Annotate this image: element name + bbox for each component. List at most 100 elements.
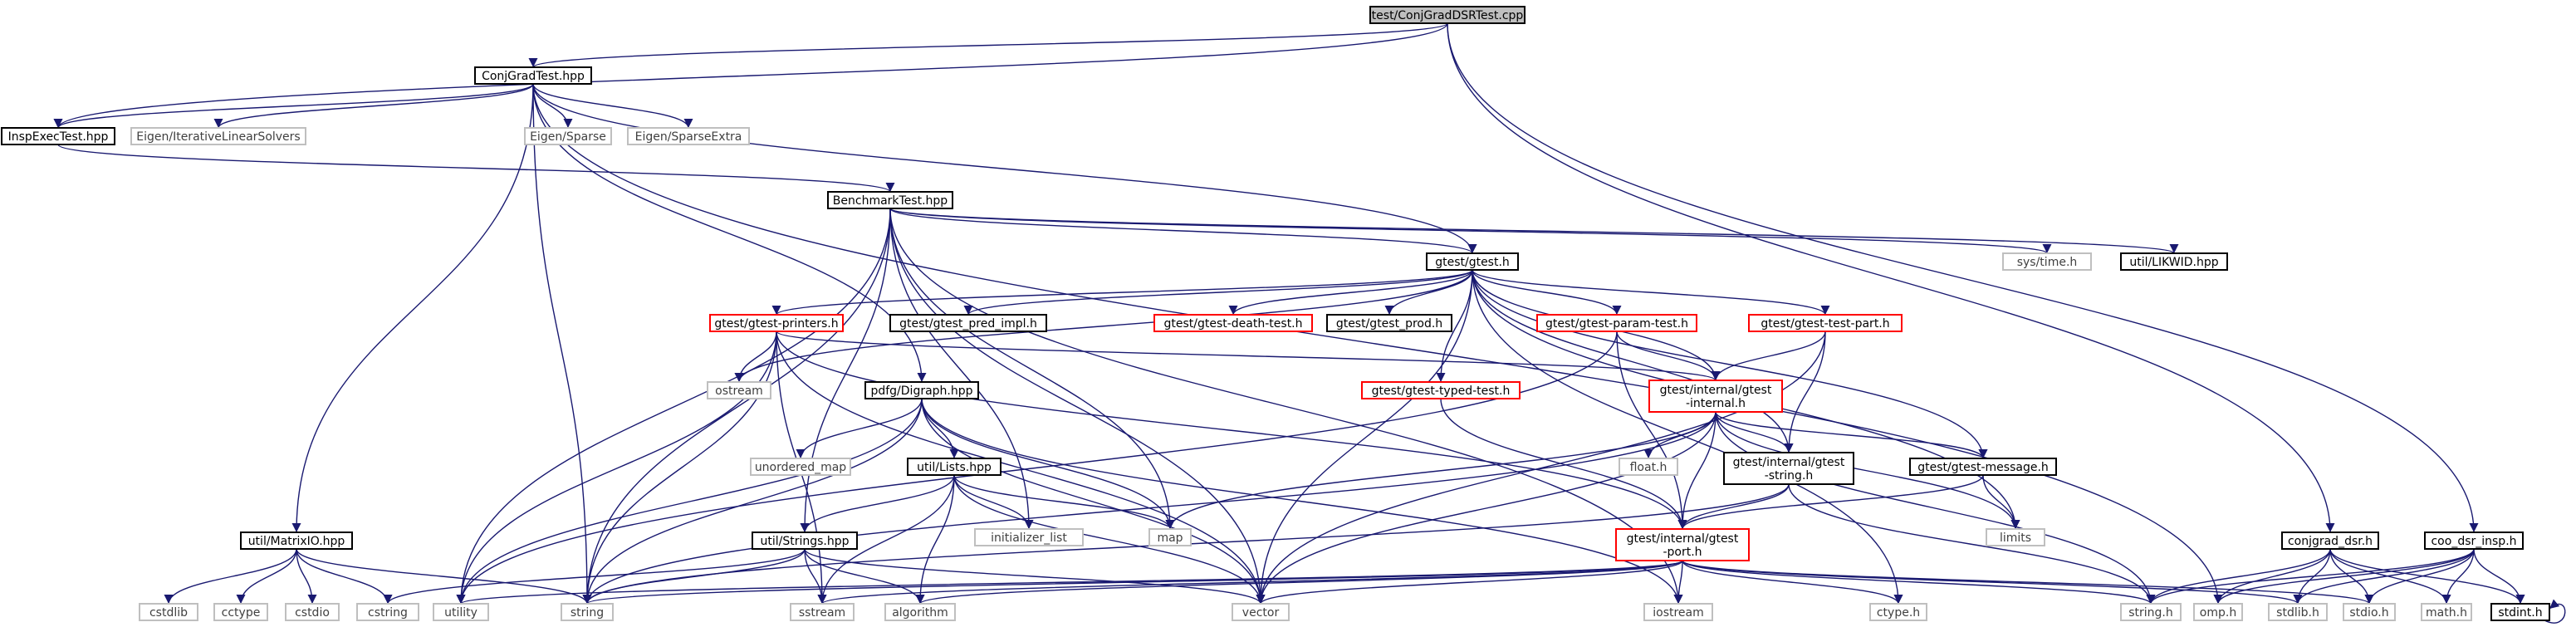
node-gtest-internal-label: -internal.h (1686, 397, 1746, 410)
node-util-lists[interactable]: util/Lists.hpp (907, 458, 1002, 476)
node-gtest-printers-box (709, 314, 844, 332)
node-gtest-string[interactable]: gtest/internal/gtest-string.h (1723, 452, 1854, 485)
node-gtest-internal[interactable]: gtest/internal/gtest-internal.h (1648, 380, 1783, 413)
edges (53, 22, 2566, 624)
node-likwid-label: util/LIKWID.hpp (2129, 256, 2218, 269)
node-cctype-box (213, 603, 268, 621)
node-gtest[interactable]: gtest/gtest.h (1426, 252, 1519, 271)
node-gtest-port-label: -port.h (1663, 546, 1702, 559)
edge-gtest-internal-to-string-h (1715, 411, 2156, 605)
node-gtest-prod[interactable]: gtest/gtest_prod.h (1326, 314, 1452, 332)
node-gtest-string-label: gtest/internal/gtest (1733, 456, 1845, 469)
node-string-label: string (571, 606, 604, 620)
node-inspexec[interactable]: InspExecTest.hpp (1, 127, 115, 145)
node-root[interactable]: test/ConjGradDSRTest.cpp (1369, 6, 1526, 24)
node-ctype-h: ctype.h (1869, 603, 1927, 621)
node-sys-time-box (2002, 252, 2092, 271)
edge-gtest-param-to-gtest-internal (1616, 331, 1721, 381)
nodes: test/ConjGradDSRTest.cppConjGradTest.hpp… (1, 6, 2550, 621)
node-sstream: sstream (790, 603, 855, 621)
node-iostream-label: iostream (1653, 606, 1704, 620)
node-benchmark-label: BenchmarkTest.hpp (833, 194, 948, 208)
node-gtest-pred-impl[interactable]: gtest/gtest_pred_impl.h (889, 314, 1047, 332)
node-sys-time-label: sys/time.h (2017, 256, 2078, 269)
node-pdfg-digraph[interactable]: pdfg/Digraph.hpp (864, 381, 979, 399)
node-vector-box (1232, 603, 1290, 621)
node-likwid[interactable]: util/LIKWID.hpp (2120, 252, 2228, 271)
edge-gtest-to-gtest-param (1472, 269, 1622, 316)
edge-gtest-printers-to-gtest-internal (776, 331, 1721, 381)
edge-gtest-printers-to-vector (776, 331, 1266, 605)
node-conjgradtest-box (474, 66, 592, 85)
edge-gtest-test-part-to-gtest-internal (1711, 331, 1826, 381)
edge-coo-dsr-insp-to-math-h (2441, 548, 2475, 605)
node-utility: utility (433, 603, 489, 621)
node-sys-time: sys/time.h (2002, 252, 2092, 271)
edge-util-lists-to-initializer-list (953, 474, 1034, 530)
edge-benchmark-to-map (889, 208, 1175, 530)
edge-gtest-port-to-string-h (1682, 560, 2156, 605)
node-gtest-message[interactable]: gtest/gtest-message.h (1909, 458, 2057, 476)
node-utility-label: utility (444, 606, 477, 620)
node-cstdio: cstdio (285, 603, 340, 621)
node-gtest-test-part[interactable]: gtest/gtest-test-part.h (1748, 314, 1903, 332)
edge-gtest-port-to-algorithm (915, 560, 1683, 605)
node-eigen-sparse-label: Eigen/Sparse (530, 130, 606, 144)
edge-inspexec-to-benchmark (57, 144, 895, 193)
node-gtest-printers[interactable]: gtest/gtest-printers.h (709, 314, 844, 332)
edge-util-strings-to-algorithm (804, 548, 925, 605)
node-cstdlib-label: cstdlib (149, 606, 188, 620)
node-gtest-param[interactable]: gtest/gtest-param-test.h (1536, 314, 1697, 332)
edge-gtest-internal-to-gtest-message (1715, 411, 1988, 459)
edge-gtest-internal-to-vector (1256, 411, 1717, 605)
node-initializer-list-label: initializer_list (991, 531, 1067, 545)
node-initializer-list-box (974, 528, 1084, 546)
edge-gtest-port-to-utility (457, 560, 1683, 605)
node-stdlib-h: stdlib.h (2268, 603, 2328, 621)
node-gtest-string-box (1723, 452, 1854, 485)
node-gtest-typed-label: gtest/gtest-typed-test.h (1372, 385, 1511, 398)
node-eigen-sparse: Eigen/Sparse (524, 127, 612, 145)
node-conjgradtest[interactable]: ConjGradTest.hpp (474, 66, 592, 85)
edge-pdfg-digraph-to-utility (456, 398, 923, 605)
node-cstring-label: cstring (368, 606, 408, 620)
edge-gtest-port-to-ctype-h (1682, 560, 1903, 605)
edge-conjgradtest-to-util-matrixio (291, 83, 534, 533)
node-gtest-param-box (1536, 314, 1697, 332)
node-util-strings[interactable]: util/Strings.hpp (752, 531, 858, 550)
edge-coo-dsr-insp-to-stdlib-h (2293, 548, 2475, 605)
node-gtest-typed[interactable]: gtest/gtest-typed-test.h (1361, 381, 1521, 399)
edge-gtest-to-gtest-prod (1384, 269, 1473, 316)
node-algorithm-box (884, 603, 956, 621)
node-unordered-map-label: unordered_map (755, 461, 846, 474)
edge-pdfg-digraph-to-string (582, 398, 923, 605)
node-util-matrixio[interactable]: util/MatrixIO.hpp (240, 531, 353, 550)
node-gtest-death[interactable]: gtest/gtest-death-test.h (1153, 314, 1313, 332)
node-gtest-test-part-label: gtest/gtest-test-part.h (1761, 317, 1889, 331)
edge-gtest-port-to-string (582, 560, 1683, 605)
node-coo-dsr-insp[interactable]: coo_dsr_insp.h (2424, 531, 2524, 550)
node-benchmark[interactable]: BenchmarkTest.hpp (827, 191, 953, 209)
node-map-box (1148, 528, 1192, 546)
edge-gtest-string-to-string-h (1788, 483, 2156, 605)
edge-gtest-test-part-to-gtest-string (1784, 331, 1826, 453)
node-util-matrixio-label: util/MatrixIO.hpp (248, 535, 345, 548)
edge-pdfg-digraph-to-vector (921, 398, 1266, 605)
node-ctype-h-box (1869, 603, 1927, 621)
edge-gtest-to-gtest-pred-impl (963, 269, 1473, 316)
node-util-strings-label: util/Strings.hpp (760, 535, 849, 548)
edge-pdfg-digraph-to-unordered-map (796, 398, 923, 459)
edge-gtest-port-to-iostream (1673, 560, 1683, 605)
edge-util-lists-to-sstream (817, 474, 955, 605)
node-pdfg-digraph-label: pdfg/Digraph.hpp (870, 385, 972, 398)
node-unordered-map: unordered_map (750, 458, 851, 476)
node-stdint-h[interactable]: stdint.h (2490, 603, 2550, 621)
edge-util-strings-to-vector (804, 548, 1266, 605)
edge-coo-dsr-insp-to-stdint-h (2473, 548, 2525, 605)
edge-util-lists-to-vector (953, 474, 1266, 605)
node-gtest-typed-box (1361, 381, 1521, 399)
node-vector: vector (1232, 603, 1290, 621)
edge-gtest-printers-to-utility (456, 331, 777, 605)
node-conjgrad-dsr[interactable]: conjgrad_dsr.h (2281, 531, 2379, 550)
node-gtest-port[interactable]: gtest/internal/gtest-port.h (1615, 528, 1750, 561)
